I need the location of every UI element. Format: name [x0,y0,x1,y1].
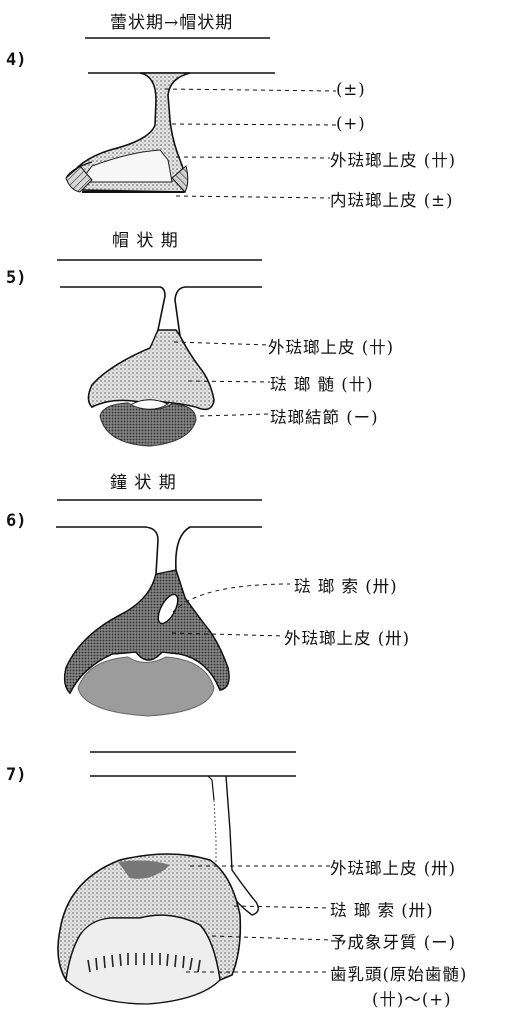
stage-title: 鐘 状 期 [110,468,177,493]
label-outer-enamel-epithelium: 外琺瑯上皮 (卄) [330,147,456,171]
stage-6-drawing [56,527,262,716]
label-predentin: 予成象牙質 (ー) [330,929,456,953]
label-enamel-pulp: 琺 瑯 髄 (卄) [270,371,374,395]
label-dental-papilla: 歯乳頭(原始歯髄) [330,961,467,985]
label-dental-papilla-grade: (卄)〜(+) [372,986,452,1010]
label-outer-enamel-epithelium: 外琺瑯上皮 (卄) [268,334,394,358]
label-stage4-2: (+) [336,114,366,133]
stage-number: 4) [6,50,26,70]
stage-number: 6) [6,511,26,531]
label-stage4-1: (±) [336,80,366,99]
label-enamel-knot: 琺瑯結節 (ー) [270,404,379,428]
stage-7-drawing [58,776,258,1004]
label-inner-enamel-epithelium: 内琺瑯上皮 (±) [330,187,453,211]
stage-4-drawing [66,73,275,192]
label-outer-enamel-epithelium: 外琺瑯上皮 (卅) [330,855,456,879]
stage-number: 7) [6,765,26,785]
label-enamel-cord: 琺 瑯 索 (卅) [330,897,434,921]
stage-title: 帽 状 期 [112,226,179,251]
stage-5-drawing [60,287,262,446]
header-title: 蕾状期→帽状期 [110,8,233,33]
label-enamel-cord: 琺 瑯 索 (卅) [294,573,398,597]
label-outer-enamel-epithelium: 外琺瑯上皮 (卅) [284,625,410,649]
stage-number: 5) [6,268,26,288]
